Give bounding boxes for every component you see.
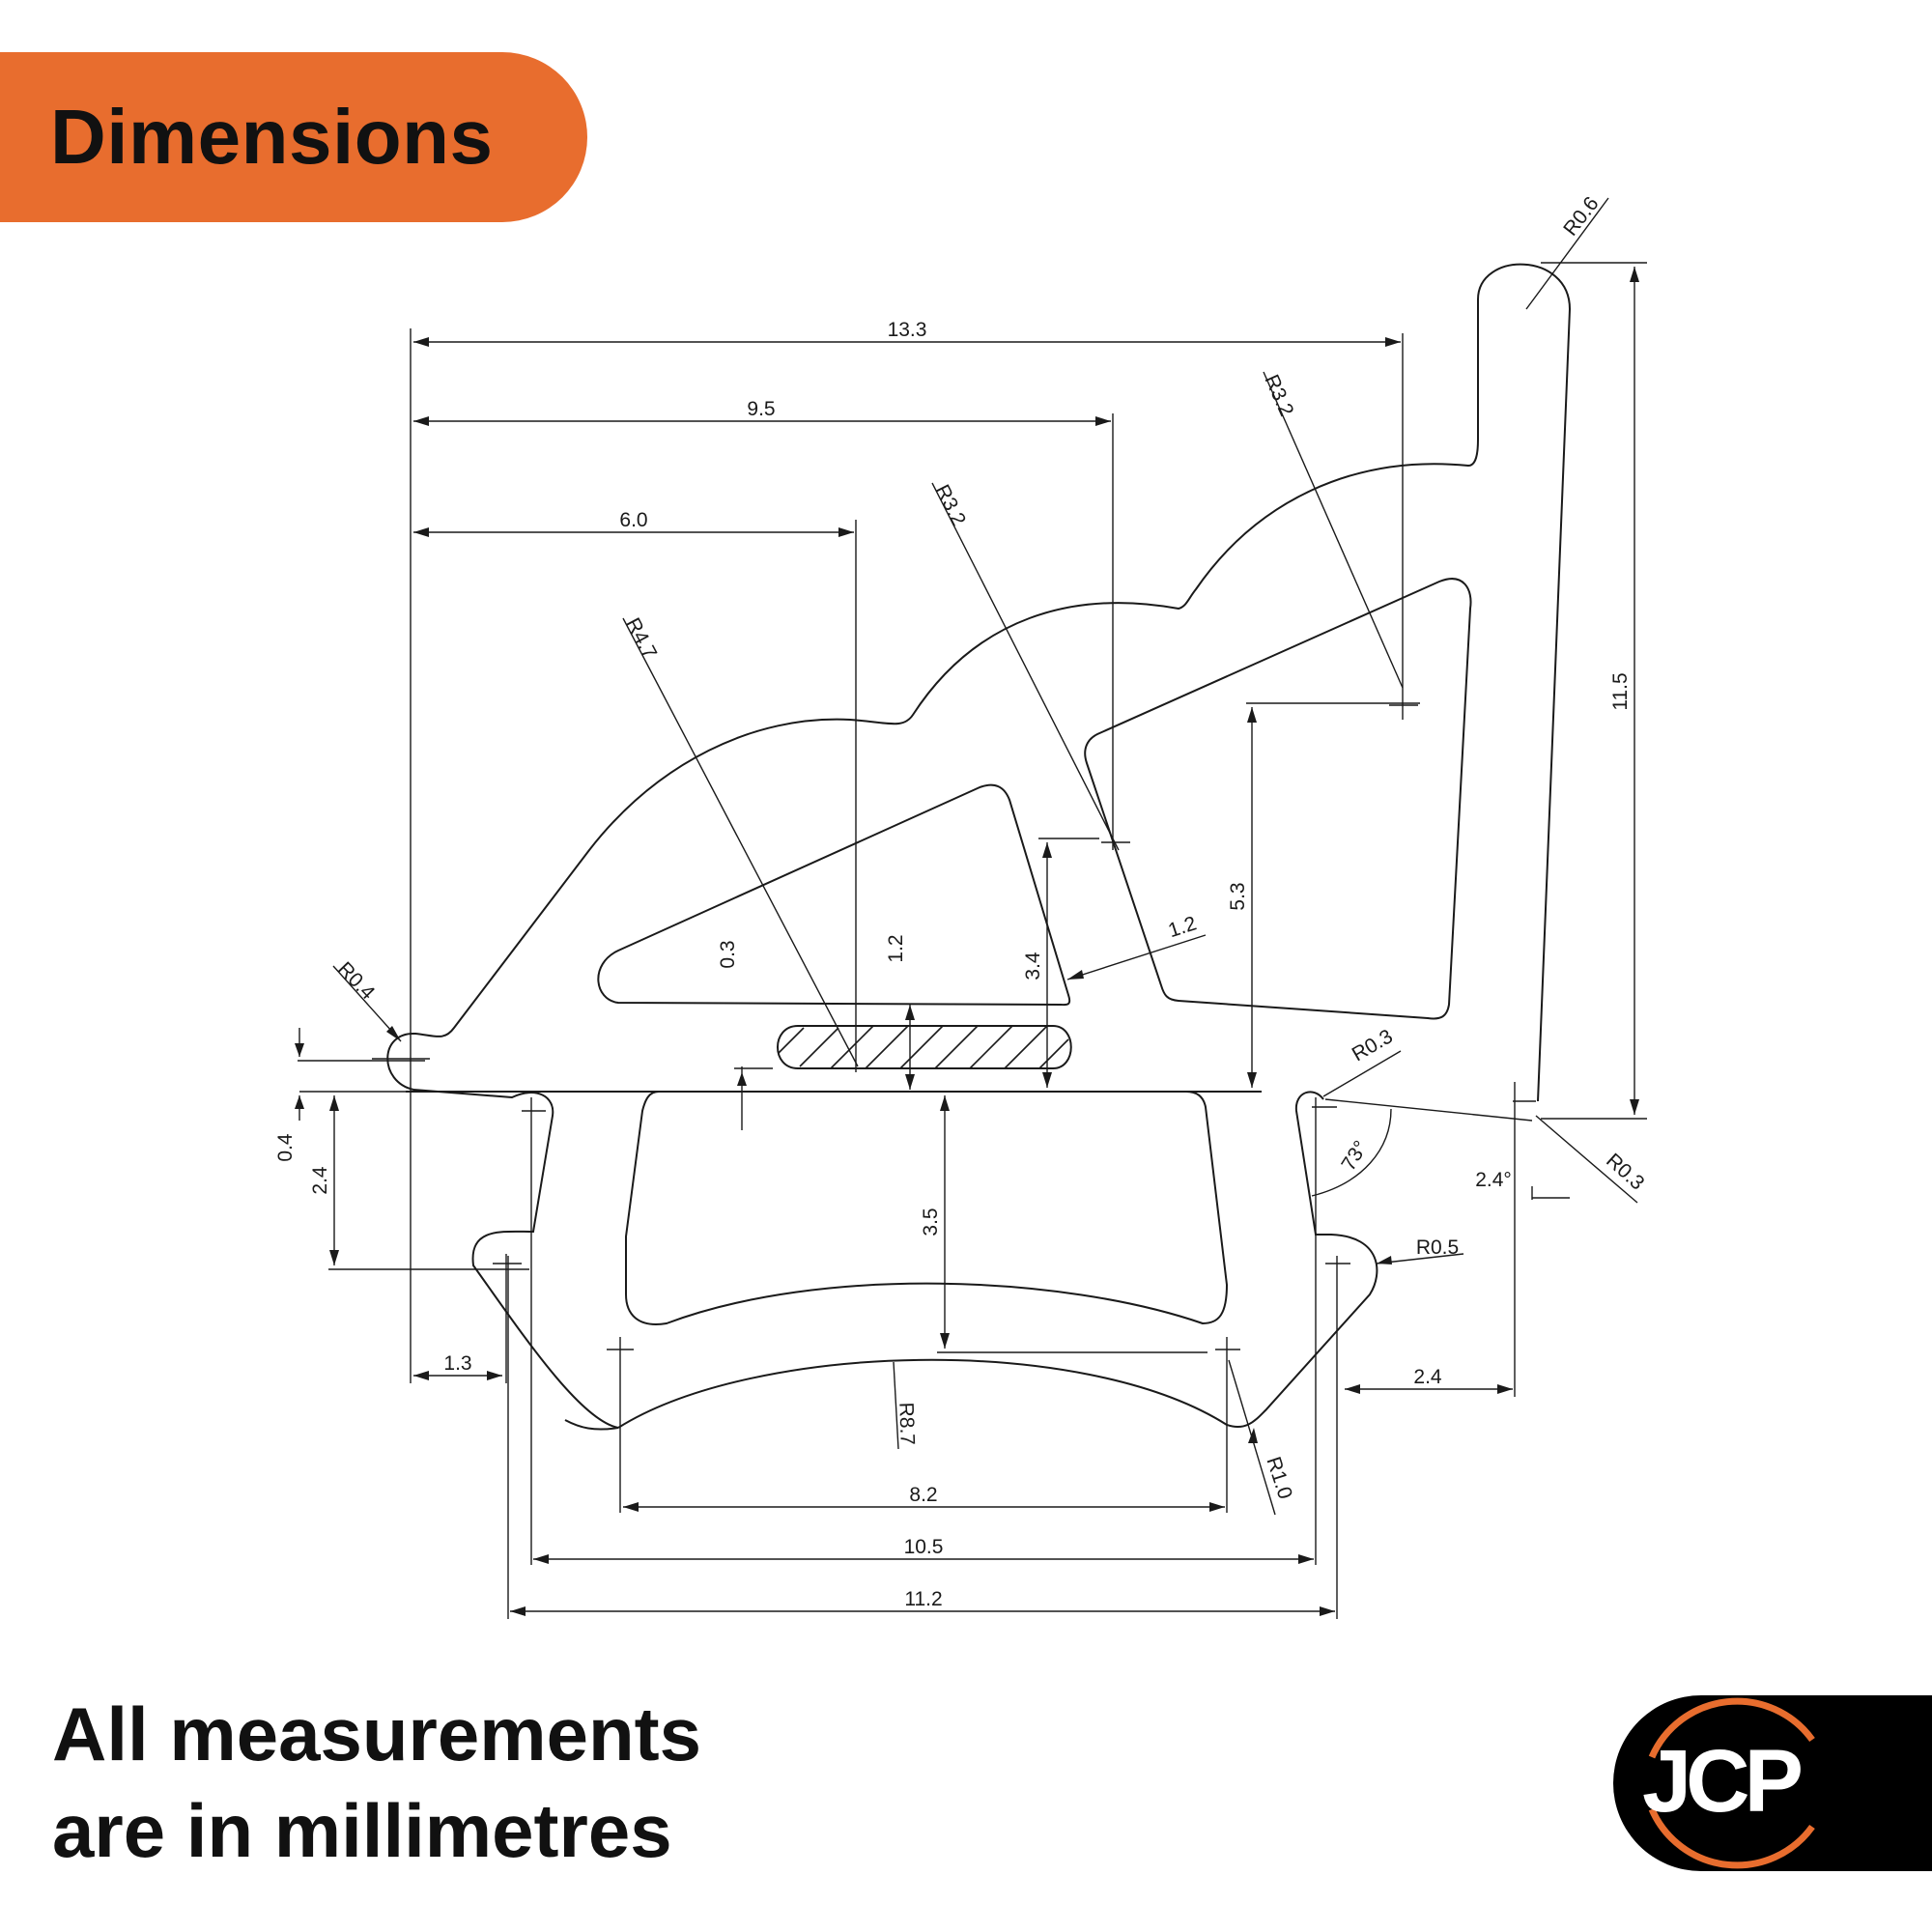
label-5-3: 5.3	[1227, 882, 1249, 910]
label-1-2-insert: 1.2	[885, 934, 907, 962]
label-3-5: 3.5	[920, 1208, 942, 1236]
label-angle-73: 73°	[1337, 1137, 1372, 1175]
label-r4-7: R4.7	[621, 614, 661, 663]
label-r3-2-lower: R3.2	[930, 481, 970, 529]
label-11-5: 11.5	[1609, 672, 1632, 710]
bottom-arch-left	[564, 1419, 619, 1431]
label-0-3: 0.3	[717, 940, 739, 968]
label-9-5: 9.5	[747, 398, 775, 420]
hatched-insert	[777, 1025, 1072, 1069]
center-chamber	[625, 1091, 1229, 1325]
label-r1-0: R1.0	[1262, 1454, 1296, 1501]
label-r0-3-inner: R0.3	[1349, 1025, 1397, 1065]
label-r3-2-upper: R3.2	[1260, 371, 1297, 419]
label-2-4-right: 2.4	[1413, 1366, 1442, 1388]
label-r0-4: R0.4	[333, 958, 380, 1005]
title-banner: Dimensions	[0, 52, 587, 222]
arrowheads	[295, 267, 1639, 1616]
insert-hatching	[778, 1025, 1069, 1069]
label-r0-5: R0.5	[1416, 1236, 1459, 1259]
label-10-5: 10.5	[904, 1536, 944, 1558]
jcp-logo-icon: JCP	[1642, 1697, 1815, 1869]
label-r8-7: R8.7	[895, 1402, 919, 1445]
label-3-4: 3.4	[1022, 952, 1044, 980]
measurement-note-line1: All measurements	[52, 1691, 701, 1776]
left-foot	[412, 1089, 619, 1429]
page-title: Dimensions	[50, 94, 494, 180]
measurement-note: All measurements are in millimetres	[52, 1686, 701, 1879]
triangle-opening-upper	[1084, 578, 1472, 1020]
label-13-3: 13.3	[888, 319, 927, 341]
label-11-2: 11.2	[904, 1588, 942, 1610]
label-1-3: 1.3	[443, 1352, 471, 1375]
profile-outer-path	[386, 263, 1572, 1102]
measurement-note-line2: are in millimetres	[52, 1788, 672, 1873]
label-0-4: 0.4	[274, 1133, 297, 1162]
bottom-arch	[617, 1091, 1378, 1429]
label-6-0: 6.0	[619, 509, 647, 531]
profile-outline	[386, 263, 1572, 1431]
label-r0-3-outer: R0.3	[1602, 1150, 1648, 1195]
label-8-2: 8.2	[909, 1484, 937, 1506]
label-2-4-left: 2.4	[309, 1166, 331, 1195]
logo-text: JCP	[1642, 1732, 1802, 1831]
label-r0-6: R0.6	[1559, 192, 1603, 240]
triangle-opening-lower	[597, 783, 1071, 1007]
dimension-lines	[298, 197, 1647, 1619]
label-1-2-wall: 1.2	[1166, 912, 1200, 942]
logo-band: JCP	[1613, 1695, 1932, 1871]
dimension-labels: 13.3 9.5 6.0 11.5 5.3 3.4 1.2 0.3 3.5 2.…	[274, 192, 1649, 1610]
label-angle-2-4: 2.4°	[1475, 1169, 1512, 1191]
